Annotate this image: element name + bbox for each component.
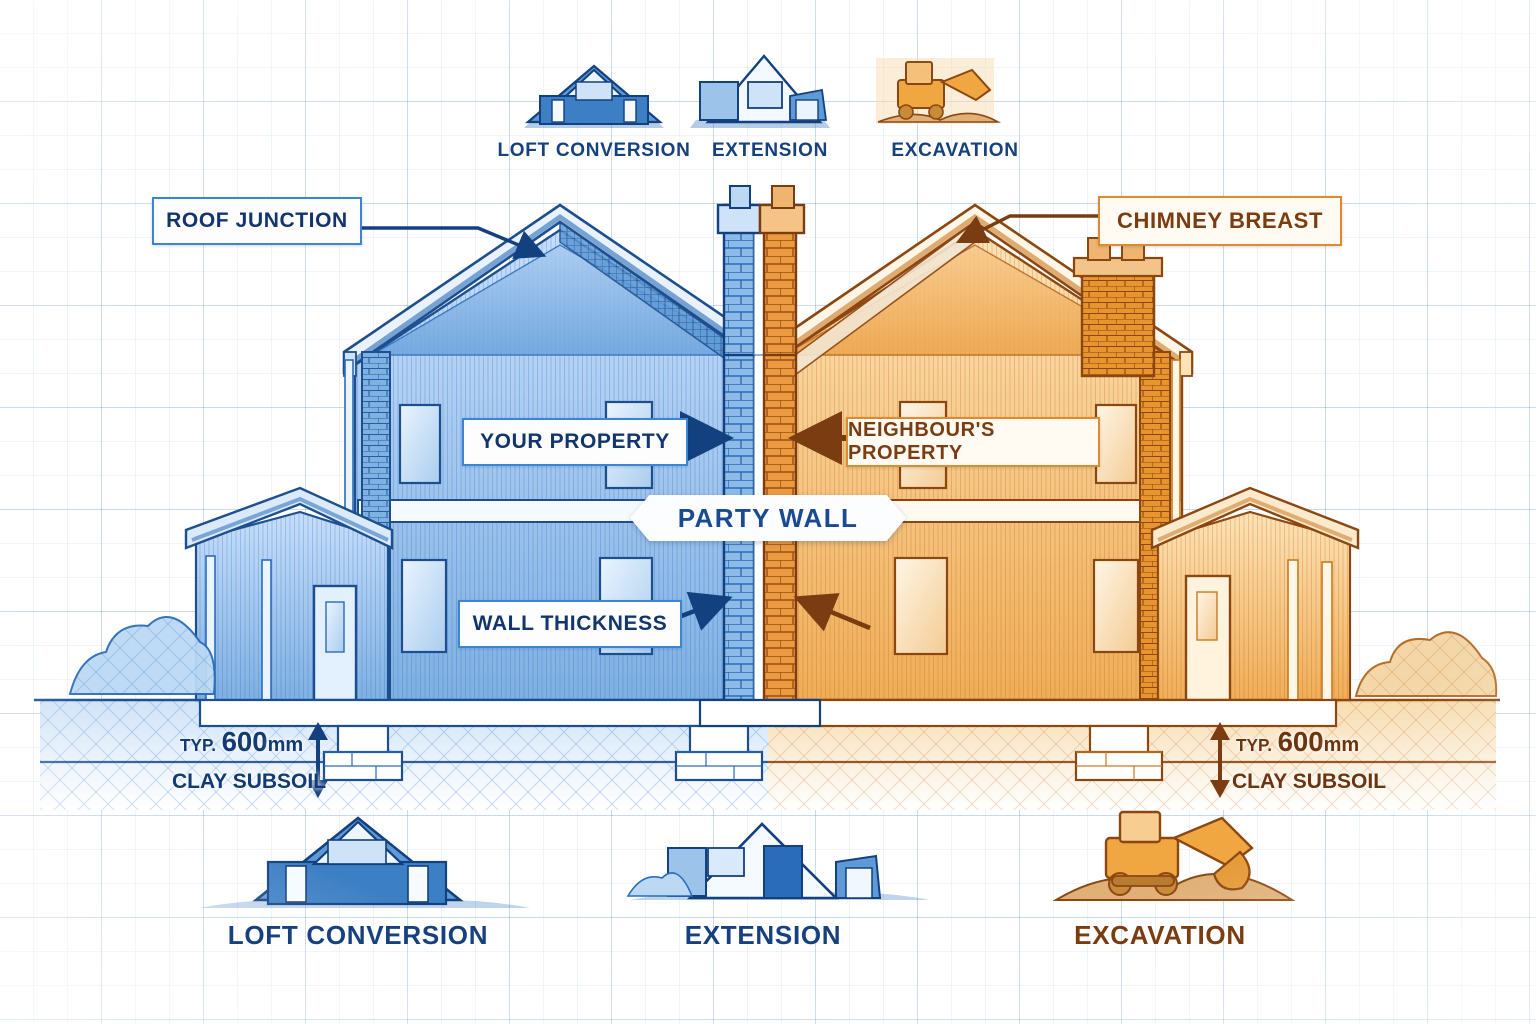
party-wall-ribbon-shape bbox=[630, 495, 906, 541]
callout-your-property[interactable]: YOUR PROPERTY bbox=[462, 418, 688, 466]
left-depth-unit: mm bbox=[267, 734, 304, 756]
top-icon-label-excavation: EXCAVATION bbox=[891, 140, 1019, 161]
right-depth-note: TYP. 600mm bbox=[1236, 726, 1359, 758]
left-depth-note: TYP. 600mm bbox=[180, 726, 303, 758]
bottom-icon-label-excavation: EXCAVATION bbox=[1074, 920, 1246, 950]
callout-neighbours-property[interactable]: NEIGHBOUR'S PROPERTY bbox=[846, 417, 1100, 467]
callout-party-wall[interactable]: PARTY WALL bbox=[630, 495, 906, 541]
right-subsoil-note: CLAY SUBSOIL bbox=[1232, 770, 1387, 793]
right-depth-prefix: TYP. bbox=[1236, 735, 1272, 755]
top-icon-label-extension: EXTENSION bbox=[711, 140, 829, 161]
right-depth-value: 600 bbox=[1277, 726, 1324, 757]
callout-chimney-breast[interactable]: CHIMNEY BREAST bbox=[1098, 196, 1342, 246]
bottom-icon-label-loft-conversion: LOFT CONVERSION bbox=[227, 920, 489, 950]
callout-wall-thickness[interactable]: WALL THICKNESS bbox=[458, 600, 682, 648]
party-wall-label: PARTY WALL bbox=[677, 502, 859, 533]
bottom-icon-label-extension: EXTENSION bbox=[684, 920, 842, 950]
right-depth-unit: mm bbox=[1323, 734, 1360, 756]
callout-roof-junction[interactable]: ROOF JUNCTION bbox=[152, 197, 362, 245]
left-subsoil-note: CLAY SUBSOIL bbox=[172, 770, 327, 793]
top-icon-label-loft-conversion: LOFT CONVERSION bbox=[497, 140, 691, 161]
left-depth-value: 600 bbox=[221, 726, 268, 757]
left-depth-prefix: TYP. bbox=[180, 735, 216, 755]
